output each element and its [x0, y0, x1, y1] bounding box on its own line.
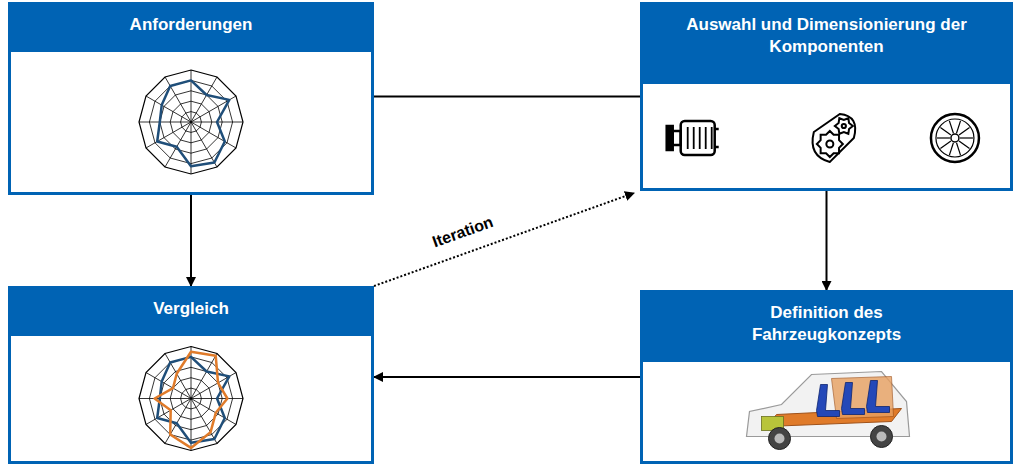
- box-title: Auswahl und Dimensionierung der Komponen…: [677, 14, 977, 58]
- flow-arrow: [374, 376, 640, 378]
- box-title: Definition des Fahrzeugkonzepts: [717, 302, 937, 346]
- flow-arrow: [374, 96, 640, 98]
- illustration: [643, 84, 1010, 188]
- illustration: [11, 336, 371, 461]
- box-header: Auswahl und Dimensionierung der Komponen…: [640, 2, 1013, 66]
- box-header: Definition des Fahrzeugkonzepts: [640, 290, 1013, 354]
- process-box: Auswahl und Dimensionierung der Komponen…: [640, 2, 1013, 191]
- iteration-arrow: [374, 193, 634, 286]
- illustration: [11, 52, 371, 192]
- box-title: Anforderungen: [41, 14, 341, 36]
- process-box: Anforderungen: [8, 2, 374, 195]
- process-box: Vergleich: [8, 286, 374, 464]
- illustration: [643, 362, 1010, 461]
- illustration-panel: [643, 362, 1010, 461]
- illustration-panel: [643, 84, 1010, 188]
- box-header: Vergleich: [8, 286, 374, 328]
- flow-arrow: [190, 195, 192, 286]
- illustration-panel: [11, 52, 371, 192]
- illustration-panel: [11, 336, 371, 461]
- box-header: Anforderungen: [8, 2, 374, 44]
- process-box: Definition des Fahrzeugkonzepts: [640, 290, 1013, 464]
- flow-arrow: [826, 191, 828, 290]
- box-title: Vergleich: [41, 298, 341, 320]
